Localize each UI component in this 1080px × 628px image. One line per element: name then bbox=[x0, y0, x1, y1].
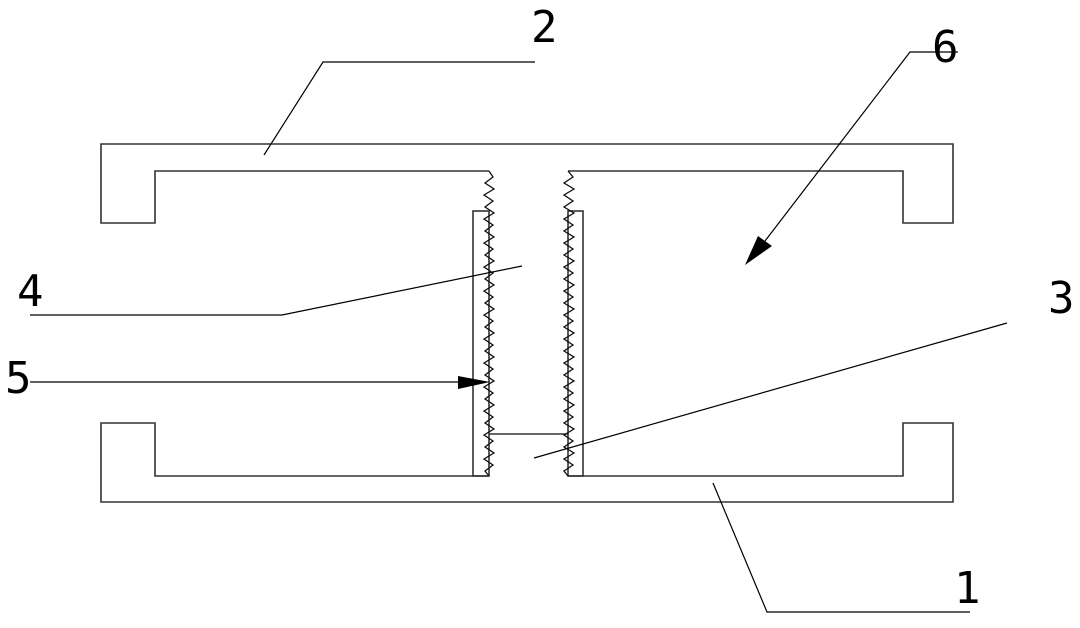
serrated-edge-left bbox=[482, 170, 496, 477]
leader-6 bbox=[764, 51, 958, 242]
arrowhead-5 bbox=[458, 376, 490, 389]
top-channel bbox=[100, 143, 954, 224]
arrowhead-6 bbox=[745, 236, 772, 265]
label-3: 3 bbox=[1048, 273, 1075, 324]
label-1: 1 bbox=[954, 563, 981, 614]
label-5: 5 bbox=[5, 353, 32, 404]
serrated-edge-right bbox=[562, 170, 576, 477]
leader-1 bbox=[712, 482, 970, 613]
label-6: 6 bbox=[932, 22, 959, 73]
bottom-channel bbox=[100, 422, 954, 503]
right-plate bbox=[567, 210, 584, 477]
label-4: 4 bbox=[17, 266, 44, 317]
leader-3 bbox=[533, 322, 1008, 459]
left-plate bbox=[472, 210, 490, 477]
leader-4 bbox=[30, 265, 523, 316]
label-2: 2 bbox=[531, 2, 558, 53]
leader-2 bbox=[263, 61, 535, 156]
